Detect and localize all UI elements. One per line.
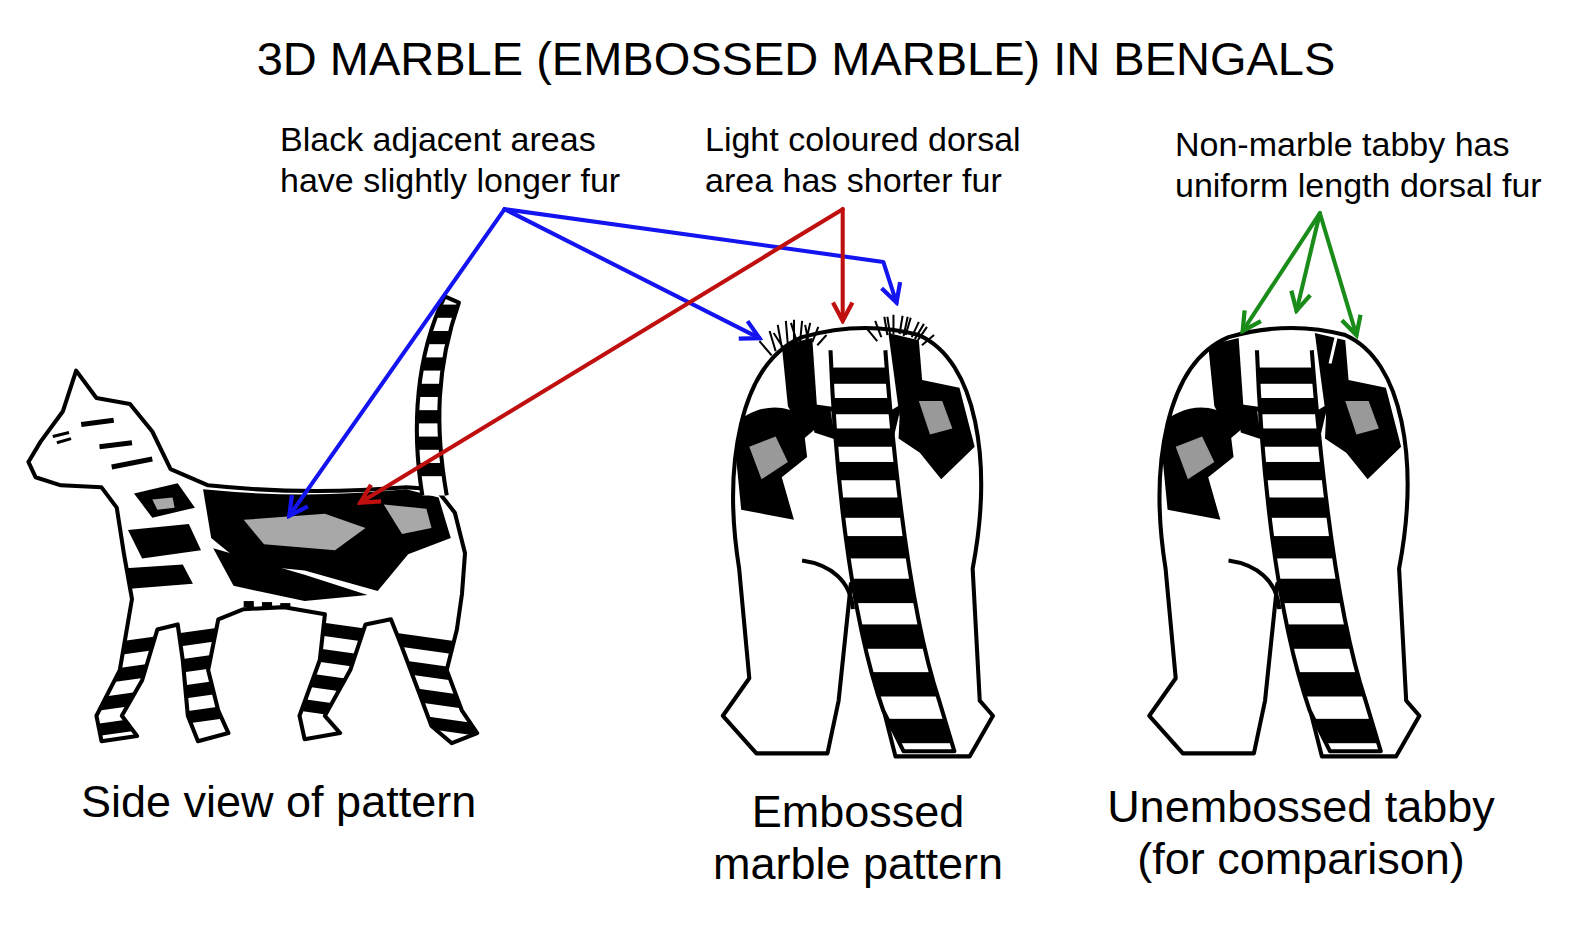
callout-note: Light coloured dorsal area has shorter f… xyxy=(705,119,1055,201)
leader-arrow xyxy=(1297,213,1320,310)
rear-view-cat xyxy=(723,328,993,756)
leader-arrow xyxy=(1243,213,1320,331)
figure-caption: Embossed marble pattern xyxy=(698,786,1018,890)
side-view-cat xyxy=(28,296,497,743)
cat-markings xyxy=(53,420,497,739)
embossed-rear-view xyxy=(723,315,993,757)
unembossed-rear-view xyxy=(1149,328,1419,756)
leader-arrow xyxy=(505,209,897,302)
leader-arrow xyxy=(1320,213,1357,335)
figure-caption: Unembossed tabby (for comparison) xyxy=(1096,781,1506,885)
cat-body xyxy=(28,371,477,744)
long-fur-tufts xyxy=(759,315,934,356)
callout-note: Black adjacent areas have slightly longe… xyxy=(280,119,650,201)
callout-note: Non-marble tabby has uniform length dors… xyxy=(1175,124,1567,206)
tail-stripes xyxy=(401,305,472,477)
fur-line xyxy=(1243,337,1336,365)
drawing xyxy=(28,209,1419,756)
diagram-title: 3D MARBLE (EMBOSSED MARBLE) IN BENGALS xyxy=(0,32,1592,86)
leader-arrow xyxy=(841,209,845,321)
rear-view-cat xyxy=(1149,328,1419,756)
leader-arrow xyxy=(360,209,842,502)
leader-arrows xyxy=(289,209,1356,516)
leader-arrow xyxy=(289,209,504,516)
cat-outline xyxy=(28,371,477,744)
figure-caption: Side view of pattern xyxy=(81,776,521,828)
